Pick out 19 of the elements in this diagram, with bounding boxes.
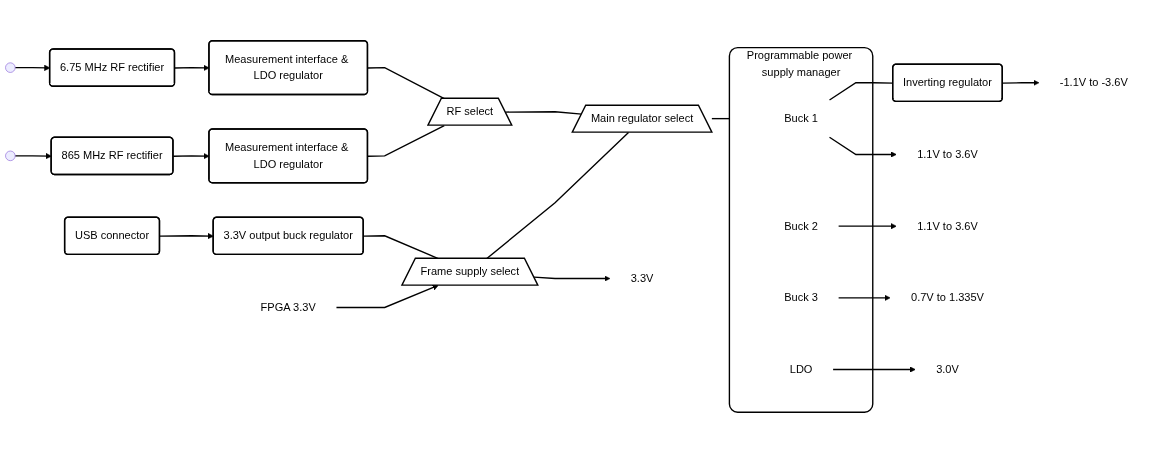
- node-text: LDO: [789, 363, 813, 376]
- node-text: FPGA 3.3V: [260, 301, 316, 313]
- node-text: -1.1V to -3.6V: [1059, 76, 1128, 89]
- node-text: Buck 2: [784, 219, 818, 232]
- node-text: 3.3V: [630, 272, 654, 285]
- node-text: 1.1V to 3.6V: [917, 219, 978, 232]
- node-text: Buck 3: [784, 291, 818, 304]
- arrow: [837, 294, 891, 301]
- arrow: [837, 223, 897, 230]
- arrow: [14, 153, 52, 160]
- node-text: 1.1V to 3.6V: [917, 148, 978, 160]
- arrow: [828, 136, 897, 158]
- connector: [504, 111, 583, 115]
- node-text: 0.7V to 1.335V: [910, 291, 984, 304]
- arrow: [832, 366, 916, 373]
- node-text: 3.0V: [936, 363, 959, 376]
- arrow: [159, 233, 214, 240]
- arrow: [533, 275, 611, 282]
- node-text: Buck 1: [784, 112, 818, 125]
